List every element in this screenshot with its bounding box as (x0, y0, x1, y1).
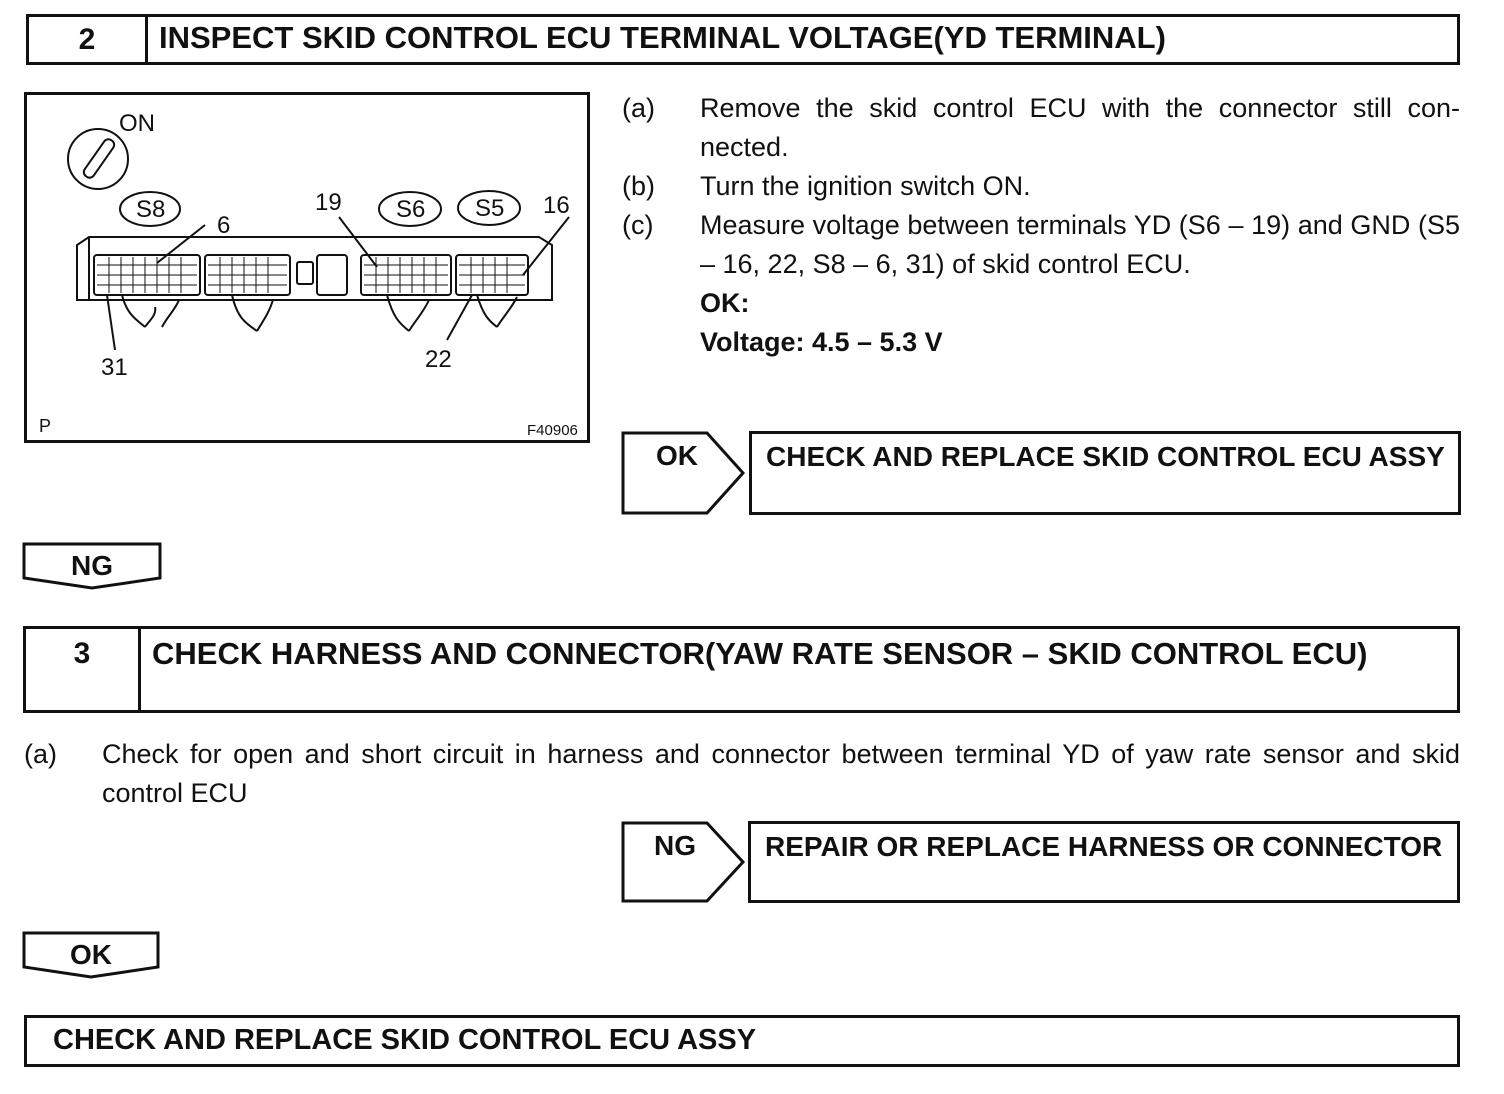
connector-s8 (93, 254, 201, 296)
spec-heading-row: OK: (622, 284, 1460, 323)
connector-s8-oval (119, 191, 181, 227)
figure-code: F40906 (527, 422, 578, 439)
ng-tab: NG (22, 542, 162, 590)
instruction-a: (a) Remove the skid control ECU with the… (622, 89, 1460, 167)
instruction-label: (a) (24, 739, 57, 769)
spec-value-row: Voltage: 4.5 – 5.3 V (622, 323, 1460, 362)
connector-block-2 (204, 254, 291, 296)
down-tab-icon (22, 542, 162, 590)
instruction-text: Turn the ignition switch ON. (700, 171, 1031, 201)
ok-result-arrow: OK (621, 431, 747, 515)
connector-s6-oval (378, 191, 442, 227)
tab-label: NG (71, 550, 113, 581)
connector-s6 (360, 254, 452, 296)
switch-on-label: ON (119, 110, 155, 137)
step-title: INSPECT SKID CONTROL ECU TERMINAL VOLTAG… (159, 20, 1166, 55)
instruction-b: (b) Turn the ignition switch ON. (622, 167, 1460, 206)
arrow-right-icon (621, 821, 746, 903)
instruction-text: Check for open and short circuit in harn… (102, 739, 1460, 808)
pin-label-22: 22 (425, 346, 452, 373)
spec-value: Voltage: 4.5 – 5.3 V (700, 327, 943, 357)
down-tab-icon (22, 931, 160, 979)
tab-label: OK (70, 939, 112, 970)
pin-label-31: 31 (101, 354, 128, 381)
ok-tab: OK (22, 931, 160, 979)
step-number: 3 (26, 629, 141, 710)
step-3-header: 3 CHECK HARNESS AND CONNECTOR(YAW RATE S… (23, 626, 1460, 713)
ecu-connector-figure: ON S8 S6 S5 6 19 16 31 22 P F40906 (24, 92, 590, 443)
arrow-right-icon (621, 431, 746, 515)
pin-label-19: 19 (315, 189, 342, 216)
ecu-diagram: ON S8 S6 S5 6 19 16 31 22 P F40906 (39, 110, 578, 439)
connector-s5 (455, 254, 529, 296)
instruction-a: (a) Check for open and short circuit in … (24, 735, 1460, 813)
ecu-body (76, 236, 553, 301)
ng-result-arrow: NG (621, 821, 747, 903)
step-number: 2 (29, 17, 148, 62)
connector-s5-oval (457, 190, 521, 226)
ng-result-box: REPAIR OR REPLACE HARNESS OR CONNECTOR (748, 821, 1460, 903)
instruction-label: (a) (622, 93, 655, 123)
ignition-switch-icon (67, 128, 129, 190)
arrow-label: NG (654, 830, 696, 861)
instruction-label: (c) (622, 210, 654, 240)
instruction-label: (b) (622, 171, 655, 201)
step-title: CHECK HARNESS AND CONNECTOR(YAW RATE SEN… (152, 636, 1368, 671)
connector-label-s8: S8 (136, 196, 165, 223)
step-2-header: 2 INSPECT SKID CONTROL ECU TERMINAL VOLT… (26, 14, 1460, 65)
instruction-text: Measure voltage between terminals YD (S6… (700, 210, 1460, 279)
step-2-instructions: (a) Remove the skid control ECU with the… (622, 89, 1460, 362)
connector-label-s6: S6 (396, 196, 425, 223)
step-3-instructions: (a) Check for open and short circuit in … (24, 735, 1460, 813)
arrow-label: OK (656, 440, 698, 471)
spec-heading: OK: (700, 288, 750, 318)
ok-result-box: CHECK AND REPLACE SKID CONTROL ECU ASSY (749, 431, 1461, 515)
connector-label-s5: S5 (475, 195, 504, 222)
figure-corner-label: P (39, 416, 51, 436)
instruction-text: Remove the skid control ECU with the con… (700, 93, 1460, 162)
pin-label-6: 6 (217, 212, 230, 239)
pin-label-16: 16 (543, 192, 570, 219)
final-action-box: CHECK AND REPLACE SKID CONTROL ECU ASSY (24, 1015, 1460, 1067)
instruction-c: (c) Measure voltage between terminals YD… (622, 206, 1460, 284)
